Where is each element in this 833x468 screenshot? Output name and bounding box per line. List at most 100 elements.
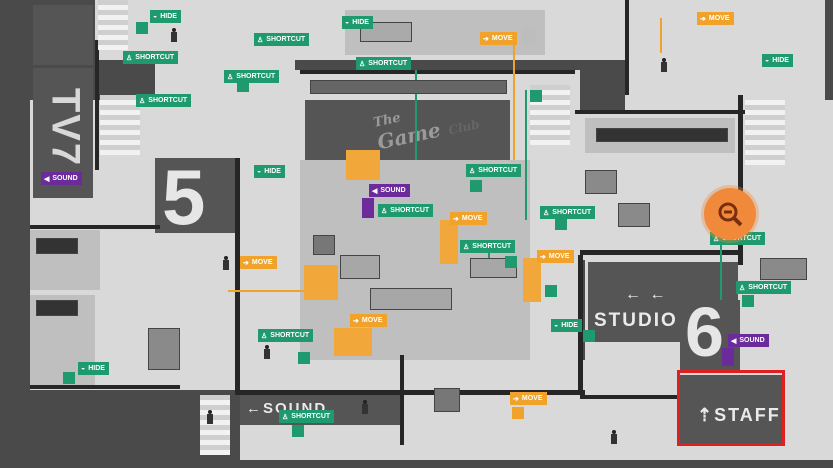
move-anchor[interactable]	[512, 407, 524, 419]
shortcut-anchor[interactable]	[470, 180, 482, 192]
shortcut-tag[interactable]: ♙SHORTCUT	[123, 51, 179, 64]
studio-6-label: 6	[685, 293, 726, 371]
shortcut-path	[720, 245, 722, 300]
equipment-rack	[36, 300, 78, 316]
tag-label: SHORTCUT	[270, 332, 310, 339]
tag-label: SHORTCUT	[478, 167, 518, 174]
tag-label: SHORTCUT	[368, 60, 408, 67]
staff-room	[680, 375, 782, 443]
tag-label: SHORTCUT	[266, 36, 306, 43]
move-tag[interactable]: ➔MOVE	[537, 250, 574, 263]
shortcut-tag[interactable]: ♙SHORTCUT	[378, 204, 434, 217]
zoom-out-button[interactable]	[704, 188, 756, 240]
camera-rig	[313, 235, 335, 255]
movable-crate[interactable]	[523, 258, 541, 302]
shortcut-anchor[interactable]	[530, 90, 542, 102]
runner-icon: ♙	[126, 54, 133, 62]
shortcut-anchor[interactable]	[505, 256, 517, 268]
move-tag[interactable]: ➔MOVE	[697, 12, 734, 25]
bar-counter	[310, 80, 507, 94]
move-path	[513, 40, 515, 160]
stairs	[98, 0, 128, 50]
shortcut-tag[interactable]: ♙SHORTCUT	[356, 57, 412, 70]
set-pieces	[360, 22, 412, 42]
move-path	[228, 290, 304, 292]
shortcut-path	[525, 90, 527, 220]
sound-anchor[interactable]	[722, 348, 734, 366]
runner-icon: ♙	[257, 36, 264, 44]
hide-tag[interactable]: ◒HIDE	[150, 10, 181, 23]
sound-tag[interactable]: ◀SOUND	[369, 184, 410, 197]
stairs	[200, 395, 230, 455]
tag-label: SHORTCUT	[236, 73, 276, 80]
eye-icon: ◒	[81, 365, 86, 372]
studio-5-room	[155, 158, 235, 233]
staff-highlight-box	[677, 370, 785, 446]
guard-character	[610, 430, 618, 444]
tag-label: SHORTCUT	[748, 284, 788, 291]
runner-icon: ♙	[139, 97, 146, 105]
shortcut-anchor[interactable]	[555, 218, 567, 230]
movable-crate[interactable]	[334, 328, 372, 356]
shortcut-anchor[interactable]	[545, 285, 557, 297]
sound-anchor[interactable]	[362, 198, 374, 218]
sound-tag[interactable]: ◀SOUND	[41, 172, 82, 185]
runner-icon: ♙	[261, 332, 268, 340]
shortcut-tag[interactable]: ♙SHORTCUT	[254, 33, 310, 46]
shortcut-tag[interactable]: ♙SHORTCUT	[224, 70, 280, 83]
north-hall	[33, 5, 93, 65]
move-tag[interactable]: ➔MOVE	[510, 392, 547, 405]
runner-icon: ♙	[543, 209, 550, 217]
wall	[235, 158, 240, 393]
table	[340, 255, 380, 279]
hide-tag[interactable]: ◒HIDE	[78, 362, 109, 375]
shortcut-tag[interactable]: ♙SHORTCUT	[279, 410, 335, 423]
hide-tag[interactable]: ◒HIDE	[762, 54, 793, 67]
move-tag[interactable]: ➔MOVE	[450, 212, 487, 225]
shortcut-anchor[interactable]	[136, 22, 148, 34]
wall	[575, 110, 745, 114]
shortcut-path	[488, 250, 490, 262]
hide-tag[interactable]: ◒HIDE	[254, 165, 285, 178]
tag-label: MOVE	[251, 259, 273, 266]
shortcut-anchor[interactable]	[298, 352, 310, 364]
camera-rig	[434, 388, 460, 412]
guard-character	[263, 345, 271, 359]
wall	[235, 390, 585, 395]
guard-character	[170, 28, 178, 42]
wall	[95, 40, 99, 170]
shortcut-tag[interactable]: ♙SHORTCUT	[736, 281, 792, 294]
shortcut-tag[interactable]: ♙SHORTCUT	[540, 206, 596, 219]
arrow-right-icon: ➔	[483, 35, 489, 43]
hide-tag[interactable]: ◒HIDE	[342, 16, 373, 29]
wall	[400, 355, 404, 445]
table	[370, 288, 452, 310]
shortcut-tag[interactable]: ♙SHORTCUT	[136, 94, 192, 107]
wall	[300, 70, 575, 74]
studio-5-label: 5	[162, 153, 208, 241]
hide-tag[interactable]: ◒HIDE	[551, 319, 582, 332]
move-tag[interactable]: ➔MOVE	[480, 32, 517, 45]
shortcut-anchor[interactable]	[742, 295, 754, 307]
tag-label: SOUND	[380, 187, 406, 194]
movable-crate[interactable]	[440, 220, 458, 264]
shortcut-anchor[interactable]	[63, 372, 75, 384]
movable-crate[interactable]	[346, 150, 380, 180]
game-club-stage	[305, 100, 510, 160]
move-tag[interactable]: ➔MOVE	[240, 256, 277, 269]
desk	[596, 128, 728, 142]
guard-character	[361, 400, 369, 414]
sound-tag[interactable]: ◀SOUND	[728, 334, 769, 347]
sofa	[148, 328, 180, 370]
shortcut-anchor[interactable]	[583, 330, 595, 342]
movable-crate[interactable]	[304, 265, 338, 300]
tag-label: MOVE	[548, 253, 570, 260]
move-tag[interactable]: ➔MOVE	[350, 314, 387, 327]
shortcut-anchor[interactable]	[237, 80, 249, 92]
shortcut-anchor[interactable]	[292, 425, 304, 437]
shortcut-tag[interactable]: ♙SHORTCUT	[466, 164, 522, 177]
shortcut-tag[interactable]: ♙SHORTCUT	[460, 240, 516, 253]
shortcut-tag[interactable]: ♙SHORTCUT	[258, 329, 314, 342]
stairs	[745, 100, 785, 165]
